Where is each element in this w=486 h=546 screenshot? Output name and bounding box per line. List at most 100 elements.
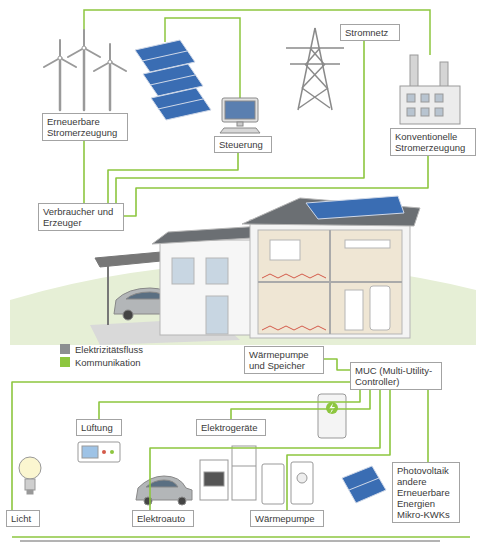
wind-turbines — [110, 62, 126, 71]
wind-turbines — [108, 60, 112, 64]
legend-swatch — [60, 344, 70, 354]
solar-panels — [142, 51, 187, 61]
carport — [107, 262, 109, 325]
house — [152, 196, 420, 338]
house — [270, 240, 300, 260]
power-pylon — [299, 88, 328, 108]
label-box: Wärmepumpe und Speicher — [244, 346, 324, 374]
heat-pump-units — [297, 473, 307, 483]
pv-panel — [342, 466, 386, 503]
label-text: Photovoltaik andere Erneuerbare Energien… — [397, 465, 455, 520]
label-box: Erneuerbare Stromerzeugung — [42, 113, 128, 141]
label-text: Verbraucher und Erzeuger — [43, 206, 119, 228]
power-plant — [400, 55, 460, 124]
power-pylon — [302, 88, 330, 108]
connector-line — [427, 390, 429, 462]
wind-turbines — [59, 40, 61, 58]
solar-panels — [150, 75, 195, 85]
label-box: Stromnetz — [340, 24, 400, 41]
house — [262, 274, 326, 278]
decor-wire — [84, 10, 430, 55]
electric-car — [178, 497, 186, 505]
connector-line — [324, 359, 350, 370]
house — [160, 240, 252, 335]
connector-line — [287, 390, 390, 510]
legend-item: Kommunikation — [60, 357, 140, 368]
power-plant — [421, 108, 429, 116]
power-pylon — [305, 64, 327, 88]
house — [172, 258, 194, 284]
wind-turbines — [82, 46, 86, 50]
house — [345, 290, 363, 330]
appliances — [232, 446, 256, 500]
heat-pump-units — [291, 462, 313, 504]
label-box: Verbraucher und Erzeuger — [38, 203, 124, 231]
label-box: Konventionelle Stromerzeugung — [390, 128, 476, 156]
pv-panel — [349, 478, 379, 490]
wind-turbines — [59, 58, 62, 110]
label-text: MUC (Multi-Utility-Controller) — [355, 365, 437, 387]
connector-line — [99, 390, 360, 419]
solar-panels — [151, 88, 211, 120]
light-bulb — [19, 457, 41, 494]
pv-panel — [342, 466, 386, 503]
wind-turbines — [109, 44, 111, 62]
label-box: MUC (Multi-Utility-Controller) — [350, 362, 442, 390]
label-box: Elektroauto — [132, 510, 194, 527]
connector-line — [116, 41, 364, 203]
label-box: Licht — [6, 510, 40, 527]
wind-turbines — [58, 56, 62, 60]
light-bulb — [19, 457, 41, 479]
power-pylon — [286, 47, 344, 49]
house — [206, 258, 228, 284]
computer-icon — [220, 128, 260, 133]
connector-line — [150, 390, 380, 510]
house — [152, 226, 262, 244]
connector-line — [124, 156, 428, 216]
label-box: Wärmepumpe — [250, 510, 324, 527]
legend-text: Elektrizitätsfluss — [75, 344, 143, 355]
label-text: Lüftung — [81, 422, 117, 433]
label-text: Elektroauto — [137, 513, 189, 524]
solar-panels — [135, 40, 211, 120]
ventilation-control — [102, 450, 106, 454]
power-pylon — [290, 63, 340, 65]
wind-turbines — [83, 30, 85, 48]
ventilation-control — [78, 442, 120, 462]
house — [345, 240, 390, 248]
label-box: Elektrogeräte — [196, 419, 266, 436]
connector-line — [83, 141, 85, 203]
computer-icon — [222, 98, 258, 122]
house — [329, 230, 331, 334]
legend-item: Elektrizitätsfluss — [60, 344, 143, 355]
label-text: Konventionelle Stromerzeugung — [395, 131, 471, 153]
power-plant — [407, 94, 415, 102]
power-pylon — [315, 28, 332, 110]
ventilation-control — [78, 442, 120, 462]
house — [258, 230, 402, 334]
label-text: Elektrogeräte — [201, 422, 261, 433]
ventilation-control — [82, 446, 98, 458]
label-text: Erneuerbare Stromerzeugung — [47, 116, 123, 138]
decor-wire — [12, 10, 470, 537]
label-text: Stromnetz — [345, 27, 395, 38]
power-plant — [400, 86, 460, 124]
label-text: Licht — [11, 513, 35, 524]
label-text: Steuerung — [219, 139, 267, 150]
appliances — [200, 446, 256, 500]
power-plant — [410, 55, 418, 87]
house — [306, 196, 404, 219]
muc-device — [318, 394, 346, 438]
light-bulb — [25, 479, 35, 490]
wind-turbines — [44, 58, 60, 67]
wind-turbines — [68, 48, 84, 57]
muc-device — [318, 394, 346, 438]
wind-turbines — [94, 62, 110, 71]
computer-icon — [220, 98, 260, 133]
power-wire — [20, 540, 440, 542]
wind-turbines — [83, 48, 86, 110]
appliances — [204, 472, 224, 486]
power-plant — [421, 94, 429, 102]
